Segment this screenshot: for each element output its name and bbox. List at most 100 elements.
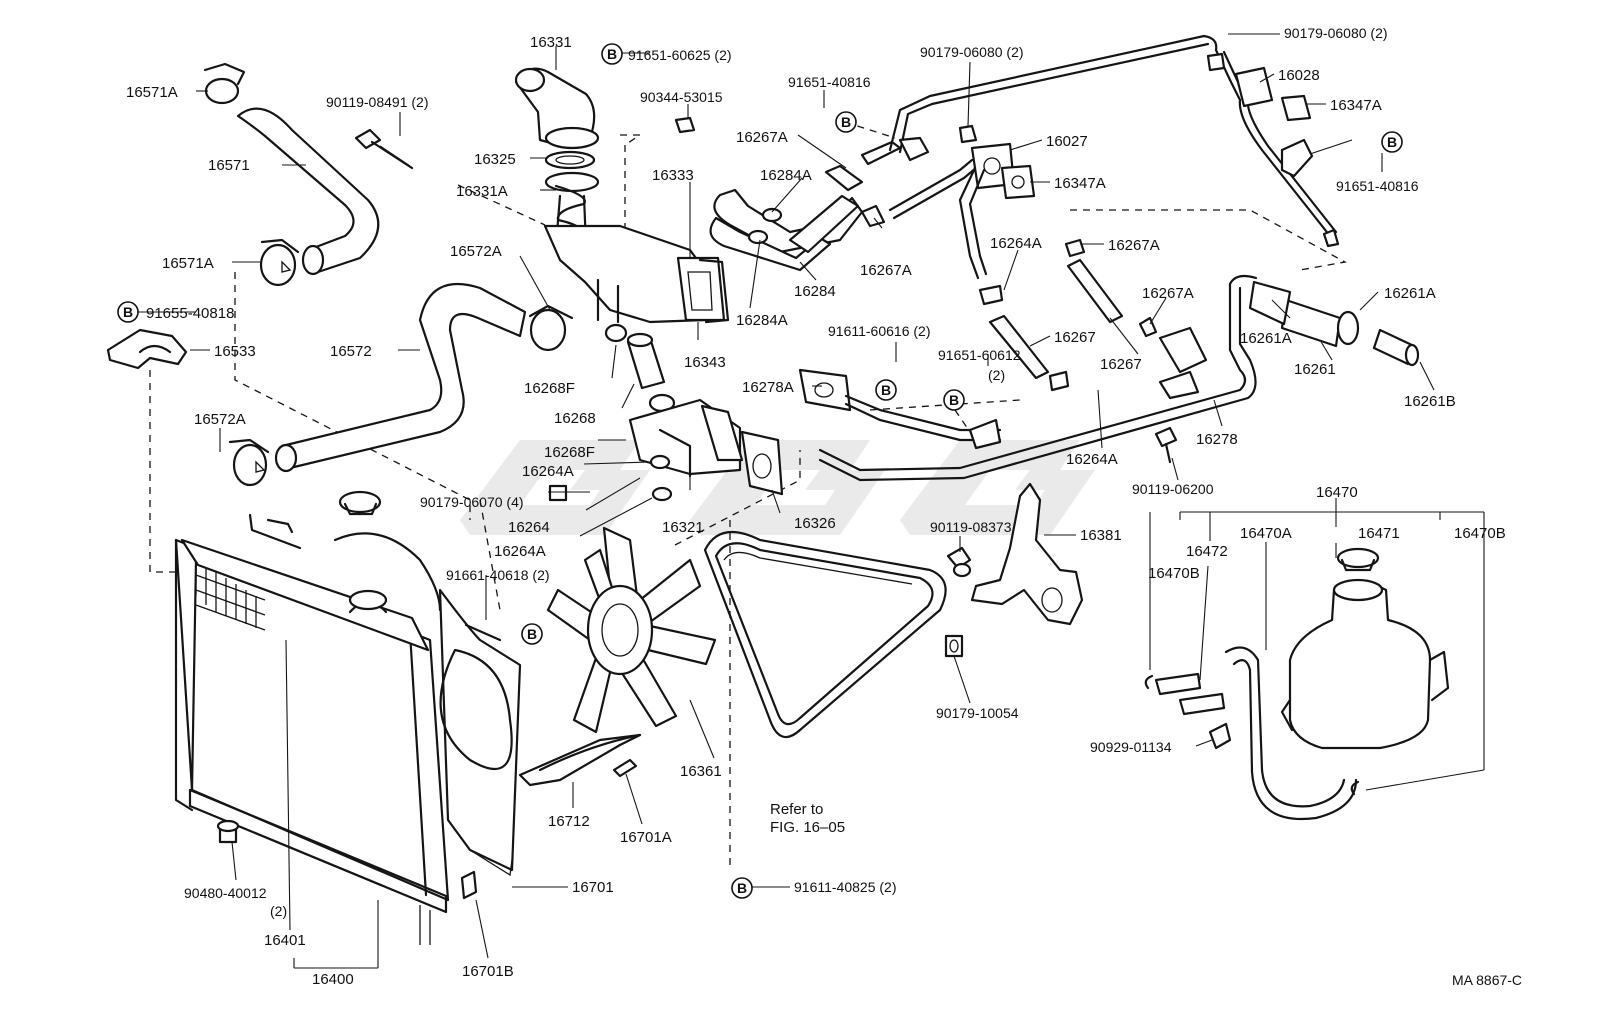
label-90480-40012: 90480-40012 — [184, 885, 267, 901]
label-91651-60612: 91651-60612 — [938, 347, 1021, 363]
label-16264A: 16264A — [990, 235, 1042, 252]
label-16400: 16400 — [312, 971, 354, 988]
water-inlet-16321 — [628, 393, 744, 478]
label-16267A: 16267A — [736, 129, 788, 146]
label-16284A: 16284A — [760, 167, 812, 184]
label-16572: 16572 — [330, 343, 372, 360]
label-16267A: 16267A — [860, 262, 912, 279]
label-16261A: 16261A — [1240, 330, 1292, 347]
label-16321: 16321 — [662, 519, 704, 536]
svg-text:B: B — [607, 46, 617, 62]
label-16571A: 16571A — [162, 255, 214, 272]
bolt-90119-08491 — [354, 128, 414, 170]
label-91651-40816: 91651-40816 — [788, 74, 871, 90]
b-marker-7: B — [521, 623, 543, 645]
hose-16261 — [1248, 280, 1420, 367]
label-16381: 16381 — [1080, 527, 1122, 544]
label-16261: 16261 — [1294, 361, 1336, 378]
svg-text:B: B — [527, 626, 537, 642]
label-16401: 16401 — [264, 932, 306, 949]
label-16268F: 16268F — [544, 444, 595, 461]
label-90179-06080: 90179-06080 (2) — [920, 44, 1024, 60]
label-16027: 16027 — [1046, 133, 1088, 150]
label-91611-60616: 91611-60616 (2) — [828, 323, 930, 339]
bracket-16381 — [970, 482, 1084, 626]
thermostat-16331A — [544, 171, 600, 248]
label-refer-fig: FIG. 16–05 — [770, 819, 845, 836]
label-16261B: 16261B — [1404, 393, 1456, 410]
hose-clamp-16571A-top — [203, 62, 246, 105]
shroud-lower-16712 — [518, 733, 642, 787]
cooling-fan-16361 — [546, 526, 717, 734]
label-90179-10054: 90179-10054 — [936, 705, 1019, 721]
radiator-assembly — [174, 513, 450, 945]
label-90179-06070: 90179-06070 (4) — [420, 494, 524, 510]
shroud-clip-16701B — [460, 870, 478, 900]
reservoir-tank-16470 — [1280, 578, 1450, 750]
label-91661-40618: 91661-40618 (2) — [446, 567, 550, 583]
label-90344-53015: 90344-53015 — [640, 89, 723, 105]
label-16028: 16028 — [1278, 67, 1320, 84]
leader-lines — [138, 33, 1485, 969]
label-16264A: 16264A — [1066, 451, 1118, 468]
hose-clamp-16264A-c — [978, 284, 1070, 392]
water-inlet-housing-16333 — [543, 224, 726, 324]
label-16701B: 16701B — [462, 963, 514, 980]
label-16701: 16701 — [572, 879, 614, 896]
label-16268F: 16268F — [524, 380, 575, 397]
gasket-16343 — [698, 258, 730, 324]
label-16284: 16284 — [794, 283, 836, 300]
svg-text:B: B — [881, 382, 891, 398]
bracket-16533 — [106, 328, 188, 370]
label-90480-40012-qty: (2) — [270, 903, 287, 919]
label-16533: 16533 — [214, 343, 256, 360]
label-16331A: 16331A — [456, 183, 508, 200]
pipe-16278 — [818, 274, 1258, 482]
label-91655-40818: 91655-40818 — [146, 305, 234, 322]
label-16361: 16361 — [680, 763, 722, 780]
bolt-90119-06200 — [1154, 426, 1178, 464]
part-labels: 16331 16571A 16571 16571A 91655-40818 16… — [126, 25, 1522, 988]
heater-pipe-16028 — [1214, 48, 1340, 248]
svg-text:B: B — [1387, 134, 1397, 150]
label-90179-06080: 90179-06080 (2) — [1284, 25, 1388, 41]
label-91611-40825: 91611-40825 (2) — [794, 879, 896, 895]
label-16325: 16325 — [474, 151, 516, 168]
shroud-clip-16701A — [612, 758, 638, 778]
hose-clamp-16284A — [747, 207, 783, 245]
water-outlet-16331 — [514, 67, 600, 150]
b-marker-2: B — [117, 301, 139, 323]
nut-90179-06070 — [548, 484, 568, 502]
label-16470B: 16470B — [1148, 565, 1200, 582]
label-16472: 16472 — [1186, 543, 1228, 560]
label-16261A: 16261A — [1384, 285, 1436, 302]
figure-code: MA 8867-C — [1452, 972, 1522, 988]
label-90119-08373: 90119-08373 — [930, 519, 1012, 535]
label-16278A: 16278A — [742, 379, 794, 396]
hose-clamp-16264A — [649, 454, 673, 502]
gasket-16326 — [740, 430, 784, 496]
nut-90179-06080 — [958, 52, 1226, 144]
label-16267A: 16267A — [1108, 237, 1160, 254]
label-16343: 16343 — [684, 354, 726, 371]
b-marker-5: B — [875, 379, 897, 401]
clamp-90929-01134 — [1208, 722, 1232, 750]
v-belt — [703, 530, 947, 739]
hose-clamp-16572A-top — [528, 304, 574, 352]
label-16331: 16331 — [530, 34, 572, 51]
gasket-16347A-a — [1000, 164, 1036, 200]
label-90929-01134: 90929-01134 — [1090, 739, 1172, 755]
b-marker-3: B — [835, 111, 857, 133]
svg-text:B: B — [949, 392, 959, 408]
label-16571: 16571 — [208, 157, 250, 174]
label-16326: 16326 — [794, 515, 836, 532]
b-marker-4: B — [1381, 131, 1403, 153]
label-90119-06200: 90119-06200 — [1132, 481, 1214, 497]
label-91651-40816: 91651-40816 — [1336, 178, 1419, 194]
svg-text:B: B — [841, 114, 851, 130]
label-16347A: 16347A — [1330, 97, 1382, 114]
svg-text:B: B — [737, 880, 747, 896]
fan-shroud — [333, 532, 522, 877]
heater-hose-16284 — [709, 188, 864, 272]
label-16268: 16268 — [554, 410, 596, 427]
